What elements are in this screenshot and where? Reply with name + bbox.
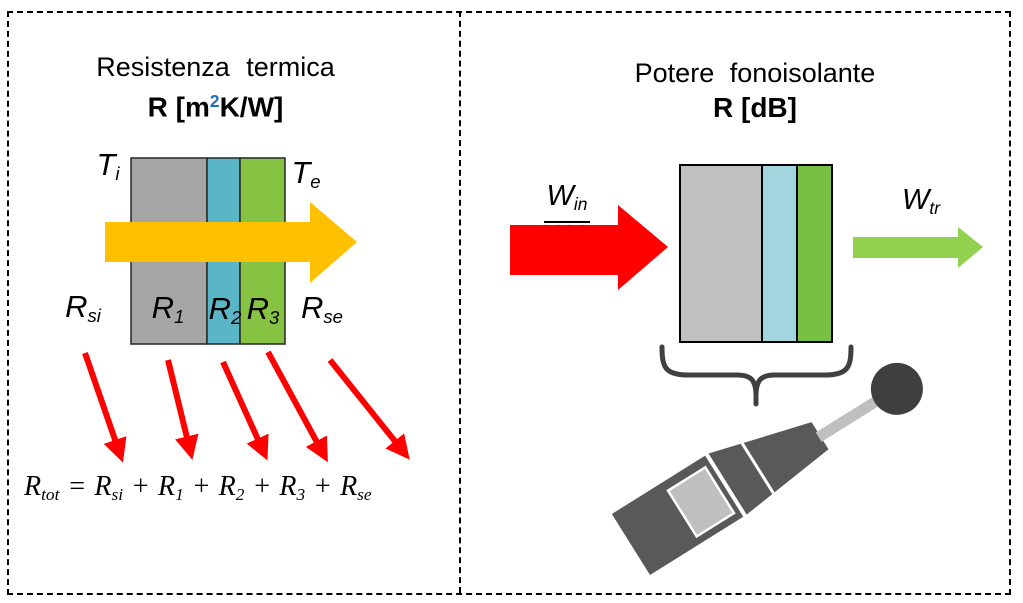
resistance-layer3-label: R3: [235, 292, 291, 335]
right-panel-title: Potere fonoisolante: [634, 58, 876, 88]
equals-sign: =: [67, 471, 87, 502]
rsi-sub: si: [87, 305, 101, 327]
rse-sub: se: [323, 306, 344, 328]
heat-flow-arrow: [105, 202, 357, 283]
rsi-base: R: [65, 289, 88, 324]
unit-pre: R [m: [147, 91, 210, 123]
r1-base: R: [151, 290, 175, 325]
formula-term-r3: R3: [279, 471, 306, 505]
acoustic-wall: [679, 164, 833, 343]
temp-inside-base: T: [96, 147, 116, 182]
meter-seam: [740, 442, 775, 494]
microphone-stem: [815, 393, 885, 442]
wtr-base: W: [902, 184, 930, 216]
win-base: W: [546, 180, 574, 212]
temp-outside-sub: e: [310, 171, 321, 193]
resistance-pointer-arrows: [82, 350, 410, 463]
formula-result-sub: tot: [41, 485, 60, 505]
temp-outside-base: T: [291, 155, 311, 190]
term4-sub: se: [357, 485, 372, 505]
temp-inside-label: Ti: [85, 148, 131, 191]
r1-sub: 1: [174, 306, 185, 328]
formula-term-r2: R2: [218, 471, 245, 505]
formula-result-base: R: [24, 471, 42, 502]
incident-sound-arrow: [510, 205, 668, 290]
resistance-surface-out-label: Rse: [292, 291, 352, 334]
wtr-sub: tr: [929, 197, 940, 218]
r3-sub: 3: [269, 307, 280, 329]
dashed-outer-border: [7, 11, 1011, 595]
temp-outside-label: Te: [283, 156, 329, 199]
acoustic-wall-layer2: [761, 164, 798, 343]
temp-inside-sub: i: [115, 163, 120, 185]
plus-sign: +: [191, 471, 211, 502]
pointer-arrow-rsi: [82, 352, 127, 463]
unit-superscript: 2: [209, 91, 220, 111]
term1-base: R: [157, 471, 176, 502]
sound-level-meter-icon: [611, 362, 923, 575]
acoustic-wall-layer3: [796, 164, 833, 343]
pointer-arrow-r3: [265, 350, 328, 463]
spellcheck-wavy-underline-icon: [543, 224, 591, 230]
formula-term-r1: R1: [157, 471, 184, 505]
meter-display: [666, 465, 736, 539]
pointer-arrow-r1: [165, 359, 199, 460]
acoustic-wall-layer1: [679, 164, 763, 343]
win-sub: in: [573, 193, 588, 214]
plus-sign: +: [252, 471, 272, 502]
transmitted-power-label: Wtr: [890, 184, 952, 224]
term0-sub: si: [111, 485, 124, 505]
term2-base: R: [218, 471, 236, 502]
unit-post: K/W]: [219, 91, 284, 123]
r2-sub: 2: [231, 307, 242, 329]
formula-term-rse: Rse: [340, 471, 372, 505]
rse-base: R: [300, 290, 324, 325]
pointer-arrow-r2: [220, 360, 269, 461]
left-panel-title: Resistenza termica: [96, 52, 335, 82]
resistance-layer2-label: R2: [197, 292, 253, 335]
left-panel-unit: R [m2K/W]: [8, 85, 423, 124]
transmitted-sound-arrow: [853, 227, 983, 268]
plus-sign: +: [131, 471, 150, 502]
microphone-ball-icon: [870, 362, 923, 415]
term3-sub: 3: [296, 485, 306, 505]
term2-sub: 2: [235, 485, 245, 505]
total-resistance-formula: Rtot=Rsi+R1+R2+R3+Rse: [24, 470, 372, 512]
meter-nose-cone: [708, 422, 829, 515]
wavy-path: [543, 224, 591, 230]
formula-result: Rtot: [24, 471, 60, 505]
brace-icon: [659, 344, 854, 407]
resistance-surface-in-label: Rsi: [55, 290, 111, 333]
term4-base: R: [340, 471, 358, 502]
incident-power-text: Win: [543, 180, 591, 223]
r3-base: R: [246, 291, 270, 326]
r2-base: R: [208, 291, 232, 326]
right-panel-unit: R [dB]: [713, 92, 797, 123]
term1-sub: 1: [175, 485, 184, 505]
plus-sign: +: [313, 471, 333, 502]
formula-term-rsi: Rsi: [94, 471, 124, 505]
term3-base: R: [279, 471, 297, 502]
incident-power-label: Win: [534, 180, 600, 230]
term0-base: R: [94, 471, 112, 502]
resistance-layer1-label: R1: [140, 291, 196, 334]
pointer-arrow-rse: [327, 358, 410, 460]
dashed-panel-divider: [459, 11, 461, 593]
